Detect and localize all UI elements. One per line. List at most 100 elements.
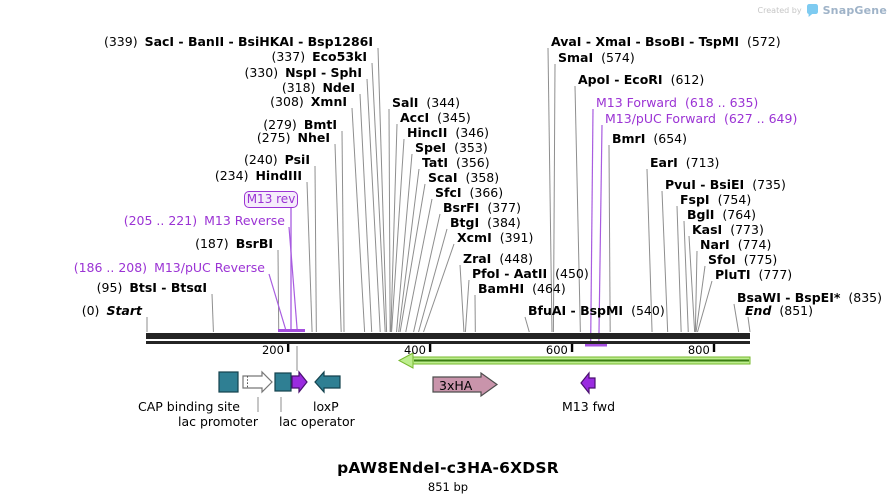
leader-line-sfoi (695, 265, 706, 333)
leader-line-kasi (688, 235, 696, 333)
enzyme-site-pluti-position: (777) (758, 267, 793, 282)
enzyme-site-xcmi-text: XcmI (457, 230, 492, 245)
enzyme-site-sfoi-position: (775) (743, 252, 778, 267)
enzyme-site-bgli: BglI(764) (687, 208, 756, 221)
enzyme-site-bmri: BmrI (654) (612, 132, 687, 145)
enzyme-site-sfci-text: SfcI (435, 185, 462, 200)
leader-line-smai (552, 63, 556, 333)
loxp-label: loxP (313, 399, 339, 414)
leader-line-acci (390, 123, 398, 333)
enzyme-site-sfoi-text: SfoI (708, 252, 736, 267)
enzyme-site-smai-text: SmaI (558, 50, 594, 65)
enzyme-site-nhei-position: (275) (256, 130, 291, 145)
leader-line-sali (388, 108, 391, 333)
enzyme-site-bfuai-position: (540) (631, 303, 665, 318)
enzyme-site-fspi-position: (754) (717, 192, 752, 207)
primer-label-m13-puc-reverse-position: (186 .. 208) (73, 260, 148, 275)
enzyme-site-bmri-position: (654) (653, 131, 687, 146)
enzyme-site-nari-text: NarI (700, 237, 730, 252)
primer-leader-line (598, 124, 603, 345)
enzyme-site-bsawi: BsaWI - BspEI*(835) (737, 291, 882, 304)
tick-number-600: 600 (545, 343, 568, 357)
enzyme-site-pluti-text: PluTI (715, 267, 751, 282)
enzyme-site-pvui: PvuI - BsiEI(735) (665, 178, 786, 191)
plasmid-size: 851 bp (427, 480, 469, 494)
enzyme-site-zrai-position: (448) (499, 251, 533, 266)
watermark-created-by: Created by (757, 6, 802, 15)
leader-line-bgli (683, 220, 689, 333)
enzyme-site-xmni: (308) XmnI (270, 95, 347, 108)
leader-line-sfci (405, 198, 433, 333)
enzyme-site-bsrbi-position: (187) (195, 236, 229, 251)
enzyme-site-scai-text: ScaI (428, 170, 458, 185)
ruler-ticks (286, 344, 716, 352)
leader-line-bfuai (524, 316, 530, 333)
leader-line-scai (399, 183, 426, 333)
primer-label-m13-forward: M13 Forward(618 .. 635) (596, 96, 758, 109)
map-line-bottom-strand (146, 341, 750, 344)
tick-mark-600 (570, 344, 574, 352)
enzyme-site-nari-position: (774) (737, 237, 772, 252)
enzyme-site-kasi-position: (773) (730, 222, 764, 237)
tick-number-800: 800 (687, 343, 710, 357)
lac-promoter-label: lac promoter (178, 414, 258, 429)
map-line-top-strand (146, 333, 750, 339)
primer-label-m13-forward-position: (618 .. 635) (684, 95, 759, 110)
leader-line-bsrfi (413, 213, 441, 333)
enzyme-site-nspi-position: (330) (244, 65, 279, 80)
primer-label-m13-puc-reverse: (186 .. 208)M13/pUC Reverse (74, 261, 265, 274)
plasmid-name: pAW8ENdeI-c3HA-6XDSR (337, 459, 559, 477)
leader-lines (146, 47, 751, 345)
cap-binding-site-label: CAP binding site (138, 399, 240, 414)
enzyme-site-btgi: BtgI(384) (450, 216, 521, 229)
primer-tag-m13-rev: M13 rev (244, 191, 298, 208)
m13-forward-region-bracket (585, 344, 607, 347)
enzyme-site-eco53ki-position: (337) (271, 49, 306, 64)
leader-line-psii (314, 165, 317, 333)
primer-label-m13-puc-forward-text: M13/pUC Forward (605, 111, 716, 126)
leader-line-tati (398, 168, 420, 333)
enzyme-site-btsi-position: (95) (96, 280, 123, 295)
tick-mark-800 (712, 344, 716, 352)
enzyme-site-bmti-text: BmtI (303, 117, 337, 132)
m13-fwd-label: M13 fwd (562, 399, 616, 414)
enzyme-site-hincii-text: HincII (407, 125, 448, 140)
enzyme-site-bmri-text: BmrI (612, 131, 646, 146)
enzyme-site-bmti: (279)BmtI (263, 118, 337, 131)
enzyme-site-avai: AvaI - XmaI - BsoBI - TspMI(572) (551, 35, 781, 48)
enzyme-site-xmni-text: XmnI (310, 94, 347, 109)
primer-label-m13-puc-forward: M13/pUC Forward (627 .. 649) (605, 112, 797, 125)
enzyme-site-bamhi-position: (464) (532, 281, 566, 296)
enzyme-site-sali: SalI(344) (392, 96, 460, 109)
enzyme-site-bfuai-text: BfuAI - BspMI (528, 303, 624, 318)
enzyme-site-tati-text: TatI (422, 155, 448, 170)
enzyme-site-bfuai: BfuAI - BspMI (540) (528, 304, 665, 317)
lac-promoter-arrow (242, 370, 273, 394)
enzyme-site-acci-text: AccI (400, 110, 430, 125)
enzyme-site-bsrfi-position: (377) (487, 200, 521, 215)
enzyme-site-bsawi-position: (835) (848, 290, 883, 305)
enzyme-site-eari-position: (713) (685, 155, 720, 170)
enzyme-site-avai-position: (572) (746, 34, 781, 49)
leader-line-xmni (351, 107, 366, 333)
leader-line-apoi (574, 85, 581, 333)
cap-binding-site-box (218, 371, 239, 393)
enzyme-site-psii-text: PsiI (284, 152, 310, 167)
3xha-arrow (432, 371, 499, 398)
primer-label-m13-puc-forward-position: (627 .. 649) (723, 111, 798, 126)
enzyme-site-pvui-text: PvuI - BsiEI (665, 177, 745, 192)
leader-line-nspi (366, 78, 381, 333)
enzyme-site-bgli-text: BglI (687, 207, 715, 222)
enzyme-site-sfoi: SfoI (775) (708, 253, 777, 266)
leader-line-spei (396, 153, 413, 333)
leader-line-xcmi (423, 243, 455, 333)
enzyme-site-xmni-position: (308) (270, 94, 304, 109)
enzyme-site-nhei: (275)NheI (257, 131, 330, 144)
enzyme-site-ndei: (318)NdeI (282, 81, 355, 94)
leader-line-pluti (696, 280, 713, 333)
enzyme-site-psii-position: (240) (244, 152, 278, 167)
primer-label-m13-reverse-position: (205 .. 221) (123, 213, 198, 228)
enzyme-site-tati: TatI(356) (422, 156, 490, 169)
enzyme-site-pfoi-position: (450) (555, 266, 589, 281)
